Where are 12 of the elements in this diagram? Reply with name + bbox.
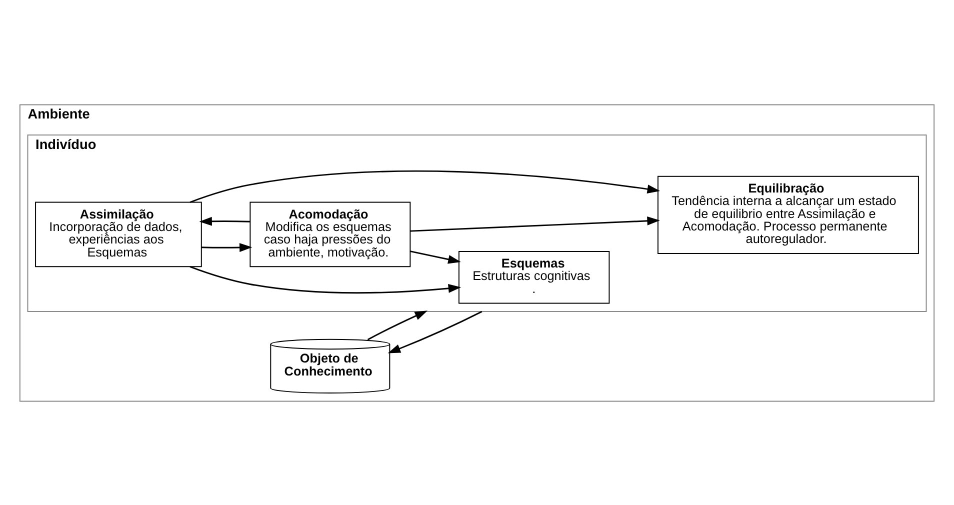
arrow [201,242,252,252]
arrow [190,265,462,294]
node-box: Esquemas Estruturas cognitivas . [458,250,610,304]
node-box: Equilibração Tendência interna a alcançar um estado de equilibrio entre Assimilação e Acomodação. Processo permanente autoregulador. [657,175,919,254]
arrow [388,310,482,353]
arrow [367,310,428,340]
node-box: Assimilação Incorporação de dados, experiências aos Esquemas [35,201,202,267]
node-box: Acomodação Modifica os esquemas caso haja pressões do ambiente, motivação. [250,201,411,267]
arrow [410,250,461,264]
arrow [199,216,250,226]
arrow [410,216,660,232]
arrow [190,170,660,202]
